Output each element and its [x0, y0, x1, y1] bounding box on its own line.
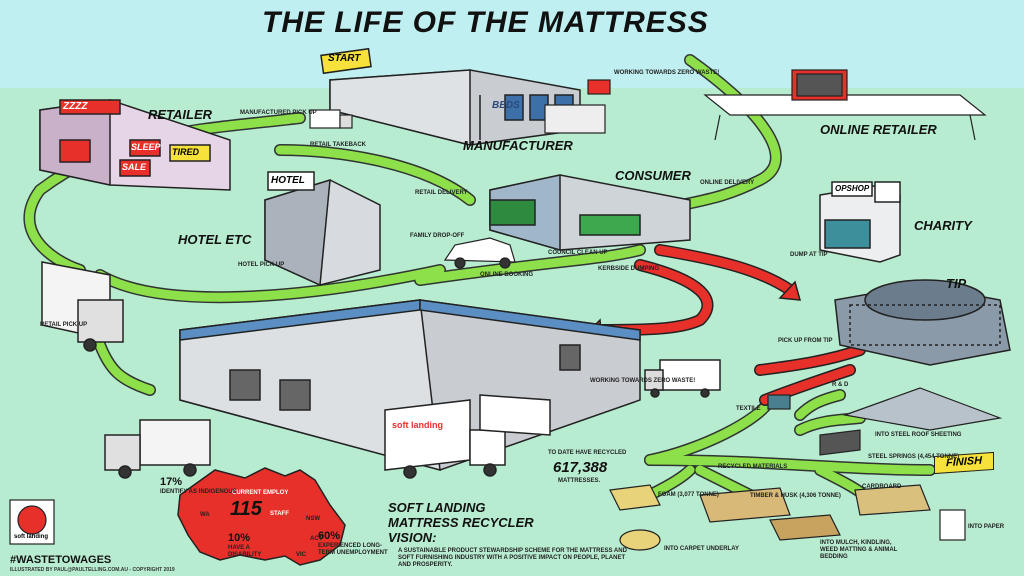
- au-staff-count: 115: [230, 498, 262, 520]
- retailer-building: [39, 99, 231, 191]
- recycled-prefix: TO DATE HAVE RECYCLED: [548, 450, 627, 456]
- flow-working-zero-waste-top: WORKING TOWARDS ZERO WASTE!: [614, 70, 720, 76]
- logo-text: soft landing: [14, 534, 48, 540]
- stage-tip: TIP: [946, 276, 967, 291]
- flow-retail-takeback: RETAIL TAKEBACK: [310, 142, 366, 148]
- au-indigenous-text: IDENTIFY AS INDIGENOUS: [160, 489, 237, 495]
- sky-background: [0, 0, 1024, 90]
- material-steel-springs: STEEL SPRINGS (4,454 TONNE): [868, 454, 960, 460]
- recycled-count: 617,388: [553, 459, 608, 476]
- stage-retailer: RETAILER: [148, 107, 213, 122]
- material-into-mulch: INTO MULCH, KINDLING, WEED MATTING & ANI…: [820, 540, 898, 560]
- au-vic: VIC: [296, 552, 307, 558]
- au-wa: WA: [200, 512, 210, 518]
- trucks: [41, 261, 721, 479]
- manufacturer-building: [320, 47, 581, 146]
- material-foam: FOAM (3,077 TONNE): [658, 492, 719, 498]
- flow-family-dropoff: FAMILY DROP-OFF: [410, 233, 465, 239]
- material-timber-husk: TIMBER & HUSK (4,306 TONNE): [750, 493, 841, 499]
- stage-hotel: HOTEL ETC: [178, 232, 252, 247]
- material-steel-roof: INTO STEEL ROOF SHEETING: [875, 432, 962, 438]
- material-cardboard: CARDBOARD: [862, 484, 902, 490]
- au-unemployed-text: EXPERIENCED LONG-TERM UNEMPLOYMENT: [318, 543, 388, 556]
- australia-map: [177, 467, 346, 566]
- au-act: ACT: [310, 536, 323, 542]
- vision-heading-line-2: MATTRESS RECYCLER: [388, 515, 534, 530]
- sign-zzzz: ZZZZ: [63, 101, 88, 112]
- vision-heading-line-1: SOFT LANDING: [388, 500, 486, 515]
- stage-online-retailer: ONLINE RETAILER: [820, 122, 937, 137]
- flow-online-booking: ONLINE BOOKING: [480, 272, 534, 278]
- au-indigenous-pct: 17%: [160, 476, 183, 488]
- au-current-employ: CURRENT EMPLOY: [232, 490, 289, 496]
- hotel-building: [264, 171, 381, 287]
- flow-retail-delivery: RETAIL DELIVERY: [415, 190, 468, 196]
- hashtag: #WASTETOWAGES: [10, 554, 112, 566]
- illustration-credit: ILLUSTRATED BY PAUL@PAULTELLING.COM.AU -…: [10, 567, 175, 573]
- flow-retail-pickup: RETAIL PICK UP: [40, 322, 88, 328]
- flow-dump-at-tip: DUMP AT TIP: [790, 252, 828, 258]
- vision-heading: SOFT LANDING MATTRESS RECYCLER VISION:: [388, 500, 534, 545]
- au-staff-word: STAFF: [270, 511, 289, 517]
- sign-beds: BEDS: [492, 100, 520, 111]
- page-title: THE LIFE OF THE MATTRESS: [262, 6, 709, 39]
- au-disability-text: HAVE A DISABILITY: [228, 545, 262, 558]
- vision-text: A SUSTAINABLE PRODUCT STEWARDSHIP SCHEME…: [398, 548, 627, 568]
- online-retailer-desk: [703, 69, 987, 141]
- sign-opshop: OPSHOP: [835, 184, 870, 193]
- material-into-carpet: INTO CARPET UNDERLAY: [664, 546, 740, 552]
- material-rd: R & D: [832, 382, 849, 388]
- flow-council-cleanup: COUNCIL CLEAN UP: [548, 250, 608, 256]
- stage-manufacturer: MANUFACTURER: [463, 138, 573, 153]
- flow-hotel-pickup: HOTEL PICK UP: [238, 262, 285, 268]
- soft-landing-logo: [9, 499, 55, 545]
- au-disability-pct: 10%: [228, 532, 251, 544]
- flow-recycled-materials: RECYCLED MATERIALS: [718, 464, 788, 470]
- consumer-house: [489, 174, 691, 251]
- flow-working-zero-waste-plant: WORKING TOWARDS ZERO WASTE!: [590, 378, 696, 384]
- tip-landfill: [834, 279, 1011, 366]
- sign-tired: TIRED: [172, 147, 199, 157]
- sign-sleep: SLEEP: [131, 142, 161, 152]
- stage-charity: CHARITY: [914, 218, 972, 233]
- au-unemployed-pct: 60%: [318, 530, 341, 542]
- sign-hotel: HOTEL: [271, 175, 305, 186]
- flow-manufactured-pickup: MANUFACTURED PICK UP: [240, 110, 317, 116]
- sign-sale: SALE: [122, 162, 147, 172]
- vision-heading-line-3: VISION:: [388, 530, 437, 545]
- au-nsw: NSW: [306, 516, 320, 522]
- sign-soft-landing: soft landing: [392, 420, 443, 430]
- charity-building: [819, 181, 901, 263]
- material-textile: TEXTILE: [736, 406, 761, 412]
- materials-piles: [609, 387, 1003, 551]
- material-into-paper: INTO PAPER: [968, 524, 1005, 530]
- sign-start: START: [328, 53, 361, 64]
- recycled-suffix: MATTRESSES.: [558, 478, 601, 484]
- flow-online-delivery: ONLINE DELIVERY: [700, 180, 755, 186]
- flow-pickup-from-tip: PICK UP FROM TIP: [778, 338, 833, 344]
- flow-kerbside-dumping: KERBSIDE DUMPING: [598, 266, 660, 272]
- stage-consumer: CONSUMER: [615, 168, 691, 183]
